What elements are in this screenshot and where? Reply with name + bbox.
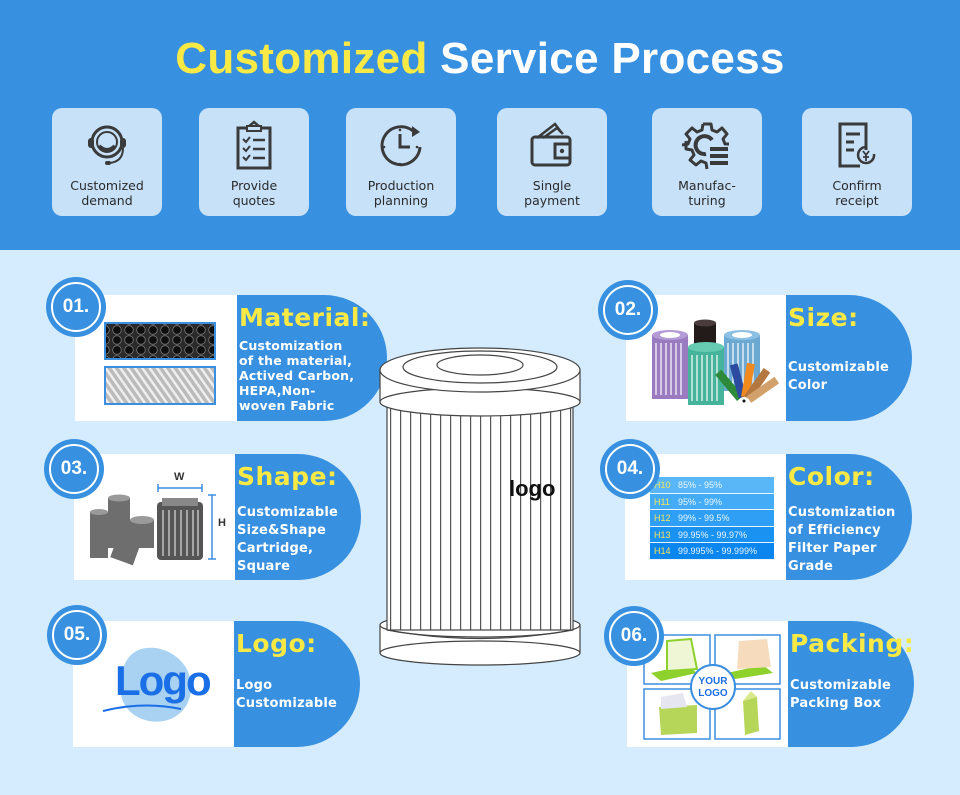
filter-shapes-dimensions-image <box>90 484 216 566</box>
step-label: Confirm receipt <box>832 178 882 208</box>
step-manufacturing: Manufac- turing <box>652 108 762 216</box>
step-customized-demand: Customized demand <box>52 108 162 216</box>
step-label: Customized demand <box>70 178 144 208</box>
card-heading: Material: <box>239 303 371 332</box>
step-single-payment: Single payment <box>497 108 607 216</box>
shape-info-pill: Shape: Customizable Size&Shape Cartridge… <box>235 454 361 580</box>
page-title: Customized Service Process <box>0 34 960 84</box>
grade-range: 99% - 99.5% <box>678 513 730 523</box>
grade-code: H13 <box>654 529 671 540</box>
gear-icon <box>682 122 729 170</box>
title-rest: Service Process <box>440 34 785 83</box>
dimension-height-label: H <box>218 517 226 529</box>
clock-refresh-icon <box>380 125 422 167</box>
step-label: Manufac- turing <box>678 178 736 208</box>
logo-info-pill: Logo: Logo Customizable <box>234 621 360 747</box>
efficiency-grade-table: H10 85% - 95% H11 95% - 99% H12 99% - 99.5%… <box>650 477 774 560</box>
size-info-pill: Size: Customizable Color <box>786 295 912 421</box>
card-description: Customizable Packing Box <box>790 678 891 711</box>
grade-row: H10 85% - 95% <box>650 477 774 494</box>
grade-code: H14 <box>654 546 671 556</box>
step-number-badge: 03. <box>44 439 104 499</box>
air-filter-illustration <box>379 347 581 666</box>
badge-number: 05. <box>63 624 91 645</box>
header-banner: Customized Service Process Customized de… <box>0 0 960 250</box>
step-production-planning: Production planning <box>346 108 456 216</box>
grade-range: 95% - 99% <box>678 496 723 507</box>
grade-range: 85% - 95% <box>678 480 723 490</box>
card-heading: Size: <box>788 303 859 332</box>
receipt-yen-icon <box>838 122 876 168</box>
logo-image-panel: Logo <box>73 621 234 747</box>
step-label: Single payment <box>524 178 580 208</box>
card-description: Logo Customizable <box>236 678 337 711</box>
step-number-badge: 01. <box>46 277 106 337</box>
card-description: Customization of Efficiency Filter Paper… <box>788 505 896 574</box>
colored-filter-cartridges-image <box>652 319 780 405</box>
logo-sample-text: Logo <box>115 657 212 704</box>
packing-info-pill: Packing: Customizable Packing Box <box>788 621 914 747</box>
grade-row: H12 99% - 99.5% <box>650 510 774 527</box>
grade-code: H11 <box>654 496 670 507</box>
packing-boxes-image <box>643 634 781 740</box>
step-label: Production planning <box>367 178 435 208</box>
step-number-badge: 02. <box>598 280 658 340</box>
card-heading: Color: <box>788 462 875 491</box>
grade-code: H12 <box>654 513 671 523</box>
badge-number: 04. <box>616 458 644 479</box>
step-number-badge: 04. <box>600 439 660 499</box>
clipboard-checklist-icon <box>236 120 272 170</box>
step-number-badge: 05. <box>47 605 107 665</box>
step-confirm-receipt: Confirm receipt <box>802 108 912 216</box>
badge-number: 01. <box>62 296 90 317</box>
wallet-icon <box>530 122 572 167</box>
title-highlight: Customized <box>175 34 428 83</box>
card-heading: Logo: <box>236 629 317 658</box>
your-logo-text: YOUR LOGO <box>698 676 728 699</box>
filter-material-samples-image <box>104 322 216 405</box>
dimension-width-label: W <box>174 471 185 483</box>
grade-row: H11 95% - 99% <box>650 493 774 510</box>
card-description: Customizable Color <box>788 360 889 393</box>
card-description: Customization of the material, Actived C… <box>239 338 355 413</box>
grade-row: H14 99.995% - 99.999% <box>650 543 774 560</box>
badge-number: 06. <box>620 625 648 646</box>
logo-sample-image <box>102 647 192 722</box>
filter-logo-text: logo <box>509 476 556 501</box>
badge-number: 02. <box>614 299 642 320</box>
grade-code: H10 <box>654 480 671 490</box>
card-heading: Shape: <box>237 462 338 491</box>
step-provide-quotes: Provide quotes <box>199 108 309 216</box>
grade-range: 99.95% - 99.97% <box>678 529 748 540</box>
headset-icon <box>88 125 126 165</box>
badge-number: 03. <box>60 458 88 479</box>
card-description: Customizable Size&Shape Cartridge, Squar… <box>237 505 338 574</box>
material-info-pill: Material: Customization of the material,… <box>237 295 387 421</box>
step-label: Provide quotes <box>230 178 278 208</box>
step-number-badge: 06. <box>604 606 664 666</box>
grade-range: 99.995% - 99.999% <box>678 546 758 556</box>
color-info-pill: Color: Customization of Efficiency Filte… <box>786 454 912 580</box>
card-heading: Packing: <box>790 629 915 658</box>
grade-row: H13 99.95% - 99.97% <box>650 526 774 543</box>
